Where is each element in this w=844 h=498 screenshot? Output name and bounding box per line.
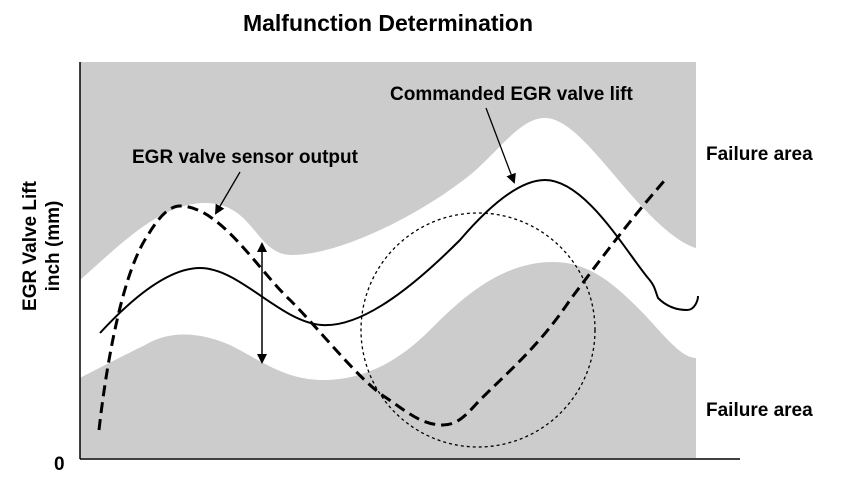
highlight-circle [360,212,596,448]
commanded-lift-label: Commanded EGR valve lift [390,84,633,105]
page-title: Malfunction Determination [242,10,534,36]
y-axis-label-line1: EGR Valve Lift [20,181,41,311]
failure-area-bottom-label: Failure area [706,400,813,421]
sensor-pointer [214,171,241,215]
commanded-pointer [485,107,516,184]
origin-label: 0 [54,454,65,475]
y-axis-label: EGR Valve Lift inch (mm) [19,181,65,311]
normal-band [80,118,696,380]
y-axis-label-line2: inch (mm) [43,200,64,292]
failure-area-top-label: Failure area [706,144,813,165]
sensor-output-label: EGR valve sensor output [132,147,358,168]
sensor-output-line [97,179,667,431]
commanded-lift-line [99,178,699,334]
